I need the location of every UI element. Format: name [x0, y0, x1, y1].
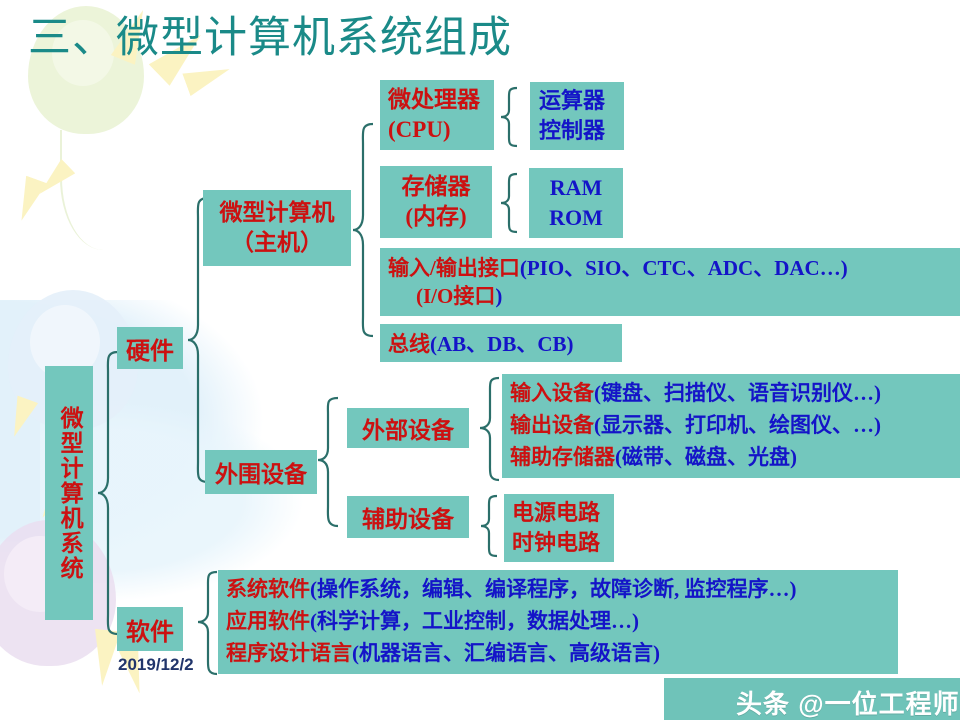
slide-title: 三、微型计算机系统组成 [28, 15, 512, 62]
node-cpu[interactable]: 微处理器 (CPU) [380, 80, 494, 150]
software-item-0-blue: (操作系统，编辑、编译程序，故障诊断, 监控程序…) [310, 577, 797, 602]
node-io-line1-red: 输入/输出接口 [388, 255, 520, 280]
node-software-list[interactable]: 系统软件(操作系统，编辑、编译程序，故障诊断, 监控程序…) 应用软件(科学计算… [218, 570, 898, 674]
node-memory-parts-line2: ROM [549, 205, 603, 230]
brace-memory [498, 172, 520, 234]
sparkle-ray-icon [33, 159, 76, 201]
software-item-2-red: 程序设计语言 [226, 640, 352, 665]
node-io-interface[interactable]: 输入/输出接口(PIO、SIO、CTC、ADC、DAC…) (I/O接口) [380, 248, 960, 316]
software-item-1-blue: (科学计算，工业控制，数据处理…) [310, 609, 639, 634]
node-cpu-label-line1: 微处理器 [388, 87, 480, 113]
external-item-0-blue: (键盘、扫描仪、语音识别仪…) [594, 381, 881, 406]
node-cpu-label-line2: (CPU) [388, 117, 451, 142]
brace-external-devices [478, 376, 502, 482]
node-bus-blue: (AB、DB、CB) [430, 332, 574, 356]
slide-date: 2019/12/2 [118, 655, 194, 674]
node-bus[interactable]: 总线(AB、DB、CB) [380, 324, 622, 362]
brace-aux-devices [478, 494, 500, 558]
external-item-1-red: 输出设备 [510, 413, 594, 438]
node-memory-parts[interactable]: RAM ROM [529, 168, 623, 238]
node-software[interactable]: 软件 [117, 607, 183, 651]
brace-cpu [498, 86, 520, 148]
external-item-2-blue: (磁带、磁盘、光盘) [615, 444, 797, 469]
node-software-label: 软件 [126, 619, 174, 646]
watermark-bar [664, 678, 960, 720]
aux-item-line2: 时钟电路 [512, 530, 601, 555]
node-peripheral-label: 外围设备 [215, 462, 307, 487]
node-memory[interactable]: 存储器 (内存) [380, 166, 492, 238]
node-io-line2-blue: ) [495, 284, 503, 308]
node-root[interactable]: 微型计算机系统 [45, 366, 93, 620]
node-io-line2-red: (I/O接口 [416, 284, 496, 308]
node-aux-devices-label: 辅助设备 [362, 507, 454, 532]
node-cpu-parts[interactable]: 运算器 控制器 [530, 82, 624, 150]
brace-root [96, 350, 122, 636]
node-io-line1-blue: (PIO、SIO、CTC、ADC、DAC…) [519, 255, 848, 280]
node-host-label-line2: （主机） [231, 230, 323, 255]
node-memory-label-line1: 存储器 [401, 174, 471, 200]
watermark-label: 头条 @一位工程师 [736, 689, 960, 719]
node-host-label-line1: 微型计算机 [219, 200, 335, 226]
node-peripheral[interactable]: 外围设备 [205, 450, 317, 494]
brace-host [351, 122, 377, 338]
node-memory-label-line2: (内存) [405, 204, 467, 229]
node-external-devices-label: 外部设备 [362, 418, 454, 443]
external-item-1-blue: (显示器、打印机、绘图仪、…) [594, 413, 881, 438]
sparkle-ray-icon [182, 58, 233, 96]
node-memory-parts-line1: RAM [549, 175, 603, 201]
software-item-2-blue: (机器语言、汇编语言、高级语言) [352, 640, 660, 665]
software-item-0-red: 系统软件 [226, 577, 310, 602]
node-cpu-parts-line1: 运算器 [539, 88, 606, 114]
sparkle-ray-icon [11, 176, 47, 225]
node-aux-device-list[interactable]: 电源电路 时钟电路 [504, 494, 614, 562]
node-aux-devices[interactable]: 辅助设备 [347, 496, 469, 538]
software-item-1-red: 应用软件 [226, 609, 310, 634]
node-host[interactable]: 微型计算机 （主机） [203, 190, 351, 266]
node-root-label: 微型计算机系统 [57, 405, 83, 581]
brace-hardware [186, 196, 212, 484]
node-external-device-list[interactable]: 输入设备(键盘、扫描仪、语音识别仪…) 输出设备(显示器、打印机、绘图仪、…) … [502, 374, 960, 478]
node-external-devices[interactable]: 外部设备 [347, 408, 469, 448]
aux-item-line1: 电源电路 [512, 500, 601, 526]
node-bus-red: 总线 [388, 332, 430, 356]
sparkle-ray-icon [4, 395, 38, 440]
external-item-0-red: 输入设备 [510, 381, 594, 406]
external-item-2-red: 辅助存储器 [510, 444, 615, 469]
balloon-string [60, 130, 132, 250]
node-hardware-label: 硬件 [126, 338, 174, 365]
node-hardware[interactable]: 硬件 [117, 327, 183, 369]
brace-software [196, 570, 220, 676]
brace-peripheral [316, 396, 342, 528]
node-cpu-parts-line2: 控制器 [539, 118, 606, 143]
